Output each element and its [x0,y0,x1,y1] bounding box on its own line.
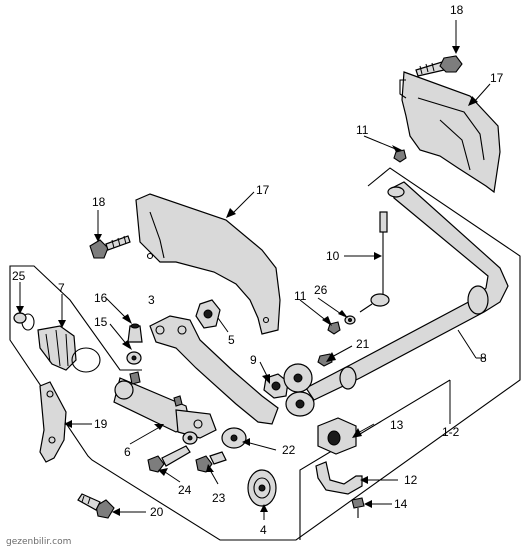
callout-14: 14 [394,497,408,511]
clip-25 [13,312,27,324]
callout-11-top: 11 [356,123,369,137]
callout-21: 21 [356,337,370,351]
stud-small [129,371,141,385]
seal-15 [126,351,142,365]
callout-1-2: 1-2 [442,425,460,439]
assembly-boundary-inner [299,379,451,540]
bushing-4 [247,469,277,507]
bracket-19 [39,381,67,463]
leader-lines [16,20,491,520]
nut-top [393,149,407,163]
callout-20: 20 [150,505,164,519]
nut-21 [317,353,333,367]
callout-7: 7 [58,281,65,295]
callout-16: 16 [94,291,108,305]
callout-24: 24 [178,483,192,497]
assembly-boundary-outline [9,167,521,541]
callout-26: 26 [314,283,328,297]
washer-22 [182,427,247,449]
washer-26 [344,315,356,325]
stabilizer-bushing-13 [317,417,357,455]
callout-17-right: 17 [490,71,504,85]
control-arm [149,315,279,425]
callout-25: 25 [12,269,26,283]
callout-13: 13 [390,418,404,432]
callout-6: 6 [124,445,131,459]
callout-19: 19 [94,417,108,431]
bolt-14 [351,497,365,518]
callout-11-lower: 11 [294,289,307,303]
clamp-12 [315,461,363,495]
stabilizer-bar [305,181,509,401]
callout-18-left: 18 [92,195,106,209]
callout-18-top: 18 [450,3,464,17]
callout-12: 12 [404,473,418,487]
callout-labels: 18 17 11 18 17 10 25 7 16 3 11 26 15 5 2… [12,3,504,537]
callout-4: 4 [260,523,267,537]
boot-7 [37,325,77,371]
bolt-18-left [89,235,131,259]
callout-9: 9 [250,353,257,367]
heat-shield-left [135,193,281,335]
strut-rod [113,377,217,439]
bolt-20 [77,493,115,519]
callout-5: 5 [228,333,235,347]
callout-3: 3 [148,293,155,307]
callout-17-left: 17 [256,183,270,197]
watermark: gezenbilir.com [6,537,71,547]
callout-8: 8 [480,351,487,365]
grease-fitting-16 [127,323,143,343]
callout-10: 10 [326,249,340,263]
stabilizer-link [359,211,390,313]
bolt-18-top [415,55,463,77]
bushing-5 [195,299,221,329]
callout-23: 23 [212,491,226,505]
callout-22: 22 [282,443,296,457]
callout-15: 15 [94,315,108,329]
knuckle-bushings [283,363,315,417]
bolt-24 [147,445,191,473]
